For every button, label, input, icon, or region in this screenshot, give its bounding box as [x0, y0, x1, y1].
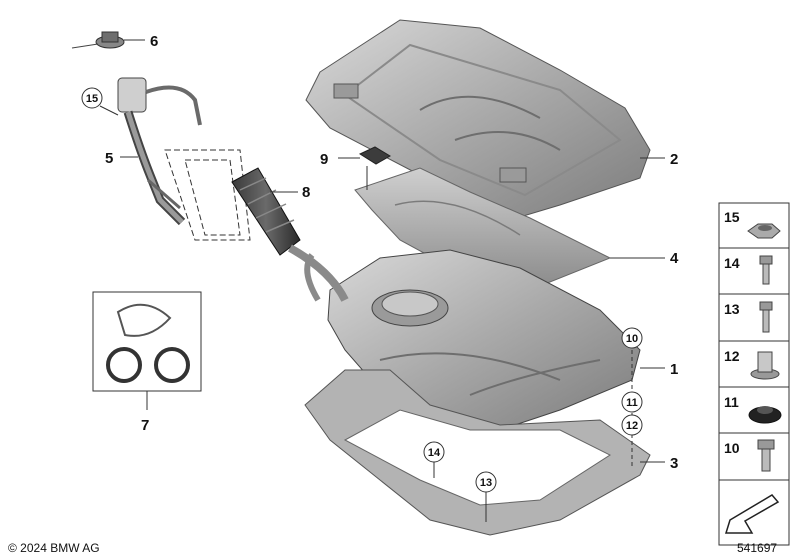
- bellow-hose: [231, 167, 349, 302]
- diagram-id: 541697: [737, 541, 778, 555]
- direction-arrow-icon: [724, 494, 780, 534]
- circled-callout-11-label: 11: [626, 397, 638, 409]
- circled-callout-13: 13: [475, 471, 497, 493]
- seal-kit-box: [92, 291, 202, 410]
- hex-bolt-icon: [757, 439, 775, 472]
- callout-7: 7: [141, 417, 149, 434]
- assembly-dash-lines: [164, 149, 251, 241]
- circled-callout-10: 10: [621, 327, 643, 349]
- legend-label-14: 14: [724, 255, 740, 271]
- legend-label-11: 11: [724, 394, 739, 410]
- legend-label-13: 13: [724, 301, 740, 317]
- callout-9: 9: [320, 151, 328, 168]
- circled-callout-15: 15: [81, 87, 103, 109]
- legend-label-12: 12: [724, 348, 740, 364]
- tank-frame-bottom: [304, 369, 651, 536]
- circled-callout-14: 14: [423, 441, 445, 463]
- callout-4: 4: [670, 250, 679, 267]
- circled-callout-14-label: 14: [428, 447, 441, 459]
- filler-pipe: [117, 77, 202, 226]
- copyright-text: © 2024 BMW AG: [8, 541, 100, 555]
- flange-nut-icon: [747, 223, 781, 239]
- callout-1: 1: [670, 361, 678, 378]
- circled-callout-15-label: 15: [86, 93, 98, 105]
- legend-label-15: 15: [724, 209, 740, 225]
- circled-callout-11: 11: [621, 391, 643, 413]
- circled-callout-12: 12: [621, 414, 643, 436]
- callout-3: 3: [670, 455, 678, 472]
- screw-icon: [759, 301, 773, 333]
- legend-panel: 15 14 13 12 11 10: [718, 202, 790, 546]
- callout-8: 8: [302, 184, 310, 201]
- callout-2: 2: [670, 151, 678, 168]
- pad-part: [358, 146, 391, 165]
- spacer-sleeve-icon: [750, 351, 780, 380]
- circled-callout-10-label: 10: [626, 333, 638, 345]
- bolt-icon: [759, 255, 773, 285]
- circled-callout-12-label: 12: [626, 420, 638, 432]
- circled-callout-13-label: 13: [480, 477, 492, 489]
- callout-5: 5: [105, 150, 113, 167]
- heat-shield-top: [305, 19, 651, 221]
- valve-cap: [71, 31, 125, 49]
- callout-6: 6: [150, 33, 158, 50]
- insulation-mat: [354, 167, 612, 291]
- legend-label-10: 10: [724, 440, 740, 456]
- rubber-grommet-icon: [748, 406, 782, 424]
